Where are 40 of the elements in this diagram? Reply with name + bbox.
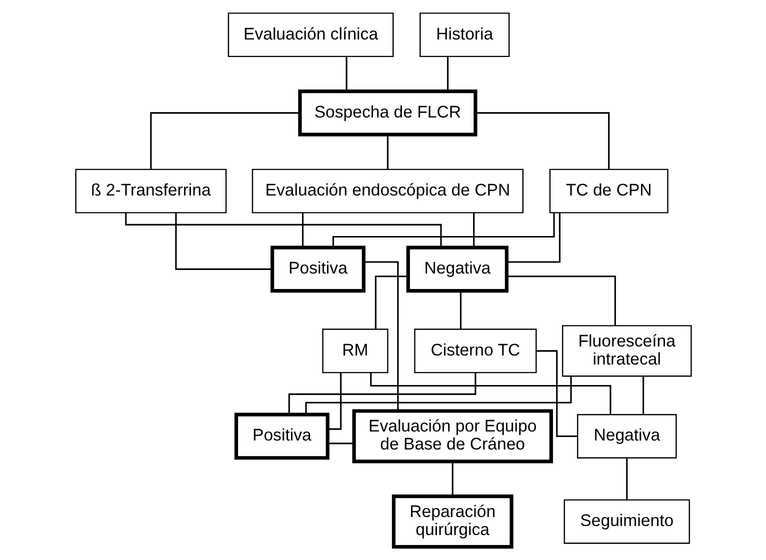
connector — [472, 212, 474, 248]
connector — [124, 212, 442, 248]
connector — [301, 212, 304, 248]
node-box: Evaluación endoscópica de CPN — [251, 168, 524, 214]
connector — [536, 350, 577, 438]
node-box: Evaluación clínica — [227, 12, 394, 58]
node-box: Negativa — [406, 246, 508, 293]
node-box: Positiva — [270, 246, 365, 293]
connector — [642, 376, 644, 414]
node-box: RM — [322, 328, 388, 374]
connector — [459, 291, 461, 329]
connector — [446, 56, 448, 92]
node-box: Negativa — [576, 414, 676, 458]
connector — [174, 212, 272, 270]
connector — [386, 134, 388, 170]
node-box: Positiva — [234, 412, 329, 460]
node-box: Cisterno TC — [414, 328, 536, 374]
connector — [364, 261, 398, 411]
connector — [150, 112, 300, 170]
node-box: Fluoresceína intratecal — [561, 325, 692, 377]
connector — [626, 458, 628, 500]
connector — [506, 276, 616, 326]
connector — [374, 276, 408, 329]
node-box: Reparación quirúrgica — [391, 494, 513, 549]
connector — [451, 462, 453, 496]
connector — [304, 376, 572, 414]
connector — [327, 372, 342, 430]
node-box: Sospecha de FLCR — [298, 90, 477, 136]
node-box: TC de CPN — [548, 168, 668, 214]
node-box: ß 2-Transferrina — [74, 168, 226, 214]
connector — [345, 56, 347, 92]
connector — [475, 112, 610, 170]
connector — [288, 373, 476, 414]
node-box: Seguimiento — [563, 499, 690, 544]
connector — [332, 212, 554, 248]
node-box: Evaluación por Equipo de Base de Cráneo — [352, 409, 552, 464]
connector — [327, 442, 354, 444]
connector — [370, 372, 611, 415]
connector — [506, 212, 560, 263]
node-box: Historia — [419, 12, 510, 58]
